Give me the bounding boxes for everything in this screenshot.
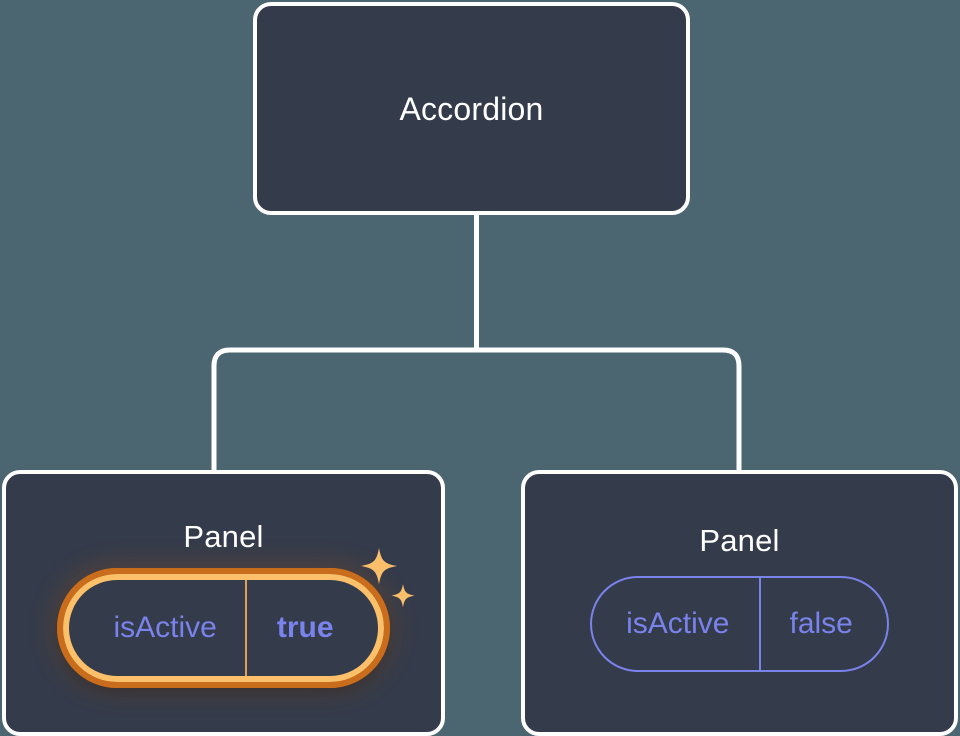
- connector-branch-bus: [211, 347, 742, 470]
- prop-pill-isactive-false[interactable]: isActive false: [590, 576, 889, 672]
- prop-name-isactive: isActive: [626, 607, 730, 640]
- prop-pill-isactive-true[interactable]: isActive true: [57, 568, 390, 688]
- prop-name-isactive: isActive: [113, 611, 217, 644]
- prop-pill-wrapper-active: isActive true: [6, 548, 441, 688]
- node-title-panel-active: Panel: [183, 519, 264, 554]
- prop-value-false: false: [759, 578, 886, 670]
- prop-pill-wrapper-inactive: isActive false: [525, 576, 954, 672]
- node-title-accordion: Accordion: [399, 90, 544, 127]
- node-panel-inactive[interactable]: Panel isActive false: [521, 470, 958, 736]
- node-panel-active[interactable]: Panel isActive true: [2, 470, 445, 736]
- node-accordion[interactable]: Accordion: [253, 2, 690, 215]
- prop-value-true: true: [244, 580, 378, 676]
- node-title-panel-inactive: Panel: [699, 523, 780, 558]
